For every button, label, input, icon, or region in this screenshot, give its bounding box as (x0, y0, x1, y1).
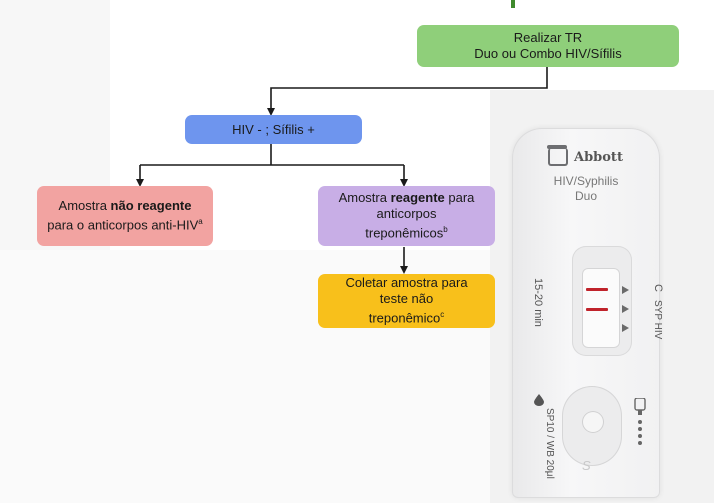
dropper-icon (634, 398, 646, 445)
product-line1: HIV/Syphilis (553, 174, 619, 188)
marker-c-arrow-icon (622, 286, 629, 294)
next-step-text: Coletar amostra para teste não treponêmi… (345, 275, 468, 326)
left-branch-bold: não reagente (110, 198, 192, 214)
right-branch-pre: Amostra (338, 190, 391, 206)
product-name: HIV/Syphilis Duo (512, 174, 660, 204)
line-labels: SYP HIV (652, 300, 663, 340)
left-branch-pre: Amostra (58, 198, 111, 214)
corner-tick-mark (511, 0, 515, 8)
sample-well-inner (582, 411, 604, 433)
next-step-footnote: c (440, 310, 445, 320)
brand-name: Abbott (574, 149, 623, 165)
left-branch-node: Amostra não reagente para o anticorpos a… (37, 186, 213, 246)
result-window (582, 268, 620, 348)
result-node-text: HIV - ; Sífilis + (232, 121, 315, 137)
start-node: Realizar TR Duo ou Combo HIV/Sífilis (417, 25, 679, 67)
time-label: 15-20 min (532, 278, 544, 327)
well-mark: S (582, 458, 591, 473)
start-node-line1: Realizar TR (513, 30, 583, 45)
drop-icon (534, 394, 544, 406)
right-branch-bold: reagente (390, 190, 445, 206)
right-branch-node: Amostra reagente para anticorpos treponê… (318, 186, 495, 246)
start-node-line2: Duo ou Combo HIV/Sífilis (474, 46, 622, 61)
abbott-logo-icon (547, 145, 568, 166)
product-line2: Duo (574, 189, 597, 203)
control-band (586, 288, 608, 291)
test-cassette: Abbott HIV/Syphilis Duo 15-20 min C SYP … (512, 128, 664, 498)
connector-start-to-result (267, 67, 548, 116)
right-branch-footnote: b (443, 225, 448, 235)
brand-logo: Abbott (547, 145, 623, 166)
next-step-node: Coletar amostra para teste não treponêmi… (318, 274, 495, 328)
left-branch-post: para o anticorpos anti-HIV (47, 217, 199, 233)
right-branch-post: para anticorpos treponêmicos (365, 190, 475, 241)
left-branch-footnote: a (198, 217, 203, 227)
control-label: C (652, 284, 664, 292)
marker-hiv-arrow-icon (622, 324, 629, 332)
test-band (586, 308, 608, 311)
result-node: HIV - ; Sífilis + (185, 115, 362, 144)
sample-label: SP10 / WB 20μl (544, 408, 555, 479)
marker-syp-arrow-icon (622, 305, 629, 313)
